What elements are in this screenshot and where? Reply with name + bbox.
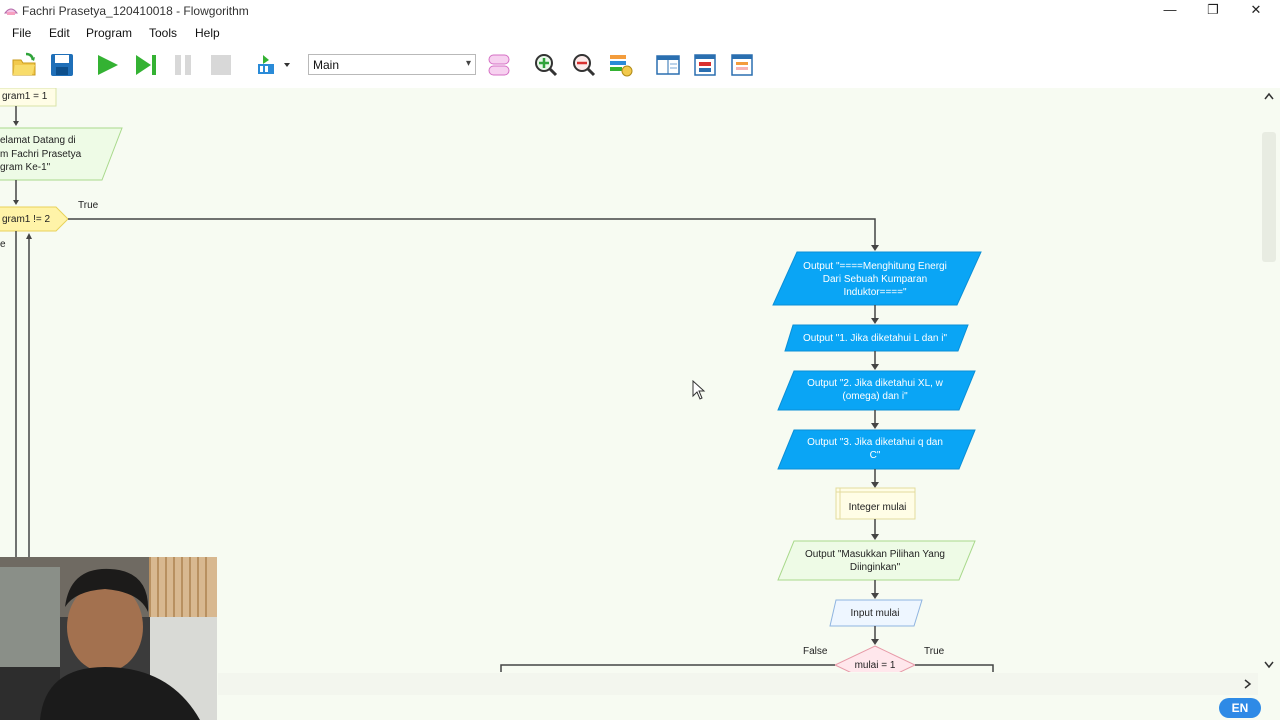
toolbar: Main ▾ xyxy=(0,44,1280,88)
while-true-label: True xyxy=(78,200,99,211)
run-speed-icon[interactable] xyxy=(255,52,281,78)
out5-line1: Output "Masukkan Pilihan Yang xyxy=(805,549,945,560)
flowchart-diagram xyxy=(0,88,994,672)
input-label: Input mulai xyxy=(850,608,900,619)
mouse-cursor-icon xyxy=(692,380,706,400)
menu-bar: File Edit Program Tools Help xyxy=(0,22,1280,44)
title-bar: Fachri Prasetya_120410018 - Flowgorithm … xyxy=(0,0,1280,22)
stop-icon[interactable] xyxy=(208,52,234,78)
assign-node-label: gram1 = 1 xyxy=(2,91,48,102)
while-false-label: e xyxy=(0,239,6,250)
if-node xyxy=(833,645,917,672)
output-node xyxy=(772,251,982,306)
out1-line3: Induktor====" xyxy=(843,287,907,298)
close-button[interactable]: ✕ xyxy=(1250,2,1262,17)
out1-line2: Dari Sebuah Kumparan xyxy=(822,274,928,285)
menu-tools[interactable]: Tools xyxy=(149,26,178,40)
output-node xyxy=(784,324,969,352)
restore-button[interactable]: ❐ xyxy=(1207,2,1219,17)
add-function-icon[interactable] xyxy=(486,52,512,78)
out4-line1: Output "3. Jika diketahui q dan xyxy=(807,437,943,448)
output-node xyxy=(777,370,976,411)
run-icon[interactable] xyxy=(95,52,121,78)
output-node-label-line2: m Fachri Prasetya xyxy=(0,149,82,160)
out3-line2: (omega) dan i" xyxy=(842,391,908,402)
minimize-button[interactable]: — xyxy=(1163,2,1177,17)
output-node-label-line3: gram Ke-1" xyxy=(0,162,51,173)
output-node xyxy=(777,429,976,470)
input-node xyxy=(829,599,923,627)
out1-line1: Output "====Menghitung Energi xyxy=(803,261,947,272)
window-title: Fachri Prasetya_120410018 - Flowgorithm xyxy=(22,4,249,18)
if-label: mulai = 1 xyxy=(854,660,896,671)
out3-line1: Output "2. Jika diketahui XL, w xyxy=(807,378,943,389)
assign-node-partial xyxy=(0,88,57,107)
output-node-label-line1: elamat Datang di xyxy=(0,135,76,146)
output-node-partial xyxy=(0,127,123,181)
menu-help[interactable]: Help xyxy=(195,26,220,40)
chevron-right-icon[interactable] xyxy=(1244,679,1252,689)
if-true-label: True xyxy=(924,646,945,657)
zoom-in-icon[interactable] xyxy=(533,52,559,78)
flowgorithm-logo-icon xyxy=(4,8,18,15)
view-variables-icon[interactable] xyxy=(692,52,718,78)
out5-line2: Diinginkan" xyxy=(849,562,901,573)
function-select[interactable]: Main ▾ xyxy=(308,54,476,75)
horizontal-scrollbar[interactable] xyxy=(218,673,1258,695)
webcam-overlay xyxy=(0,557,217,720)
save-icon[interactable] xyxy=(49,52,75,78)
webcam-person-image xyxy=(0,557,217,720)
zoom-out-icon[interactable] xyxy=(571,52,597,78)
out4-line2: C" xyxy=(869,450,881,461)
chevron-down-icon[interactable] xyxy=(1264,661,1274,669)
language-badge[interactable]: EN xyxy=(1219,698,1261,718)
open-folder-icon[interactable] xyxy=(11,52,37,78)
declare-label: Integer mulai xyxy=(848,502,907,513)
view-console-icon[interactable] xyxy=(729,52,755,78)
view-split-icon[interactable] xyxy=(655,52,681,78)
while-node-label: gram1 != 2 xyxy=(2,214,51,225)
declare-node xyxy=(835,487,916,520)
if-false-label: False xyxy=(803,646,828,657)
menu-edit[interactable]: Edit xyxy=(49,26,70,40)
layout-settings-icon[interactable] xyxy=(608,52,634,78)
while-node-partial xyxy=(0,206,69,232)
chevron-up-icon[interactable] xyxy=(1264,92,1274,100)
vertical-scroll-thumb[interactable] xyxy=(1262,132,1276,262)
chevron-down-icon[interactable] xyxy=(283,62,291,68)
chevron-down-icon: ▾ xyxy=(465,58,471,69)
menu-program[interactable]: Program xyxy=(86,26,133,40)
function-select-value: Main xyxy=(313,58,340,72)
out2-label: Output "1. Jika diketahui L dan i" xyxy=(802,333,948,344)
step-icon[interactable] xyxy=(133,52,159,78)
menu-file[interactable]: File xyxy=(12,26,32,40)
pause-icon[interactable] xyxy=(170,52,196,78)
output-node xyxy=(777,540,976,581)
